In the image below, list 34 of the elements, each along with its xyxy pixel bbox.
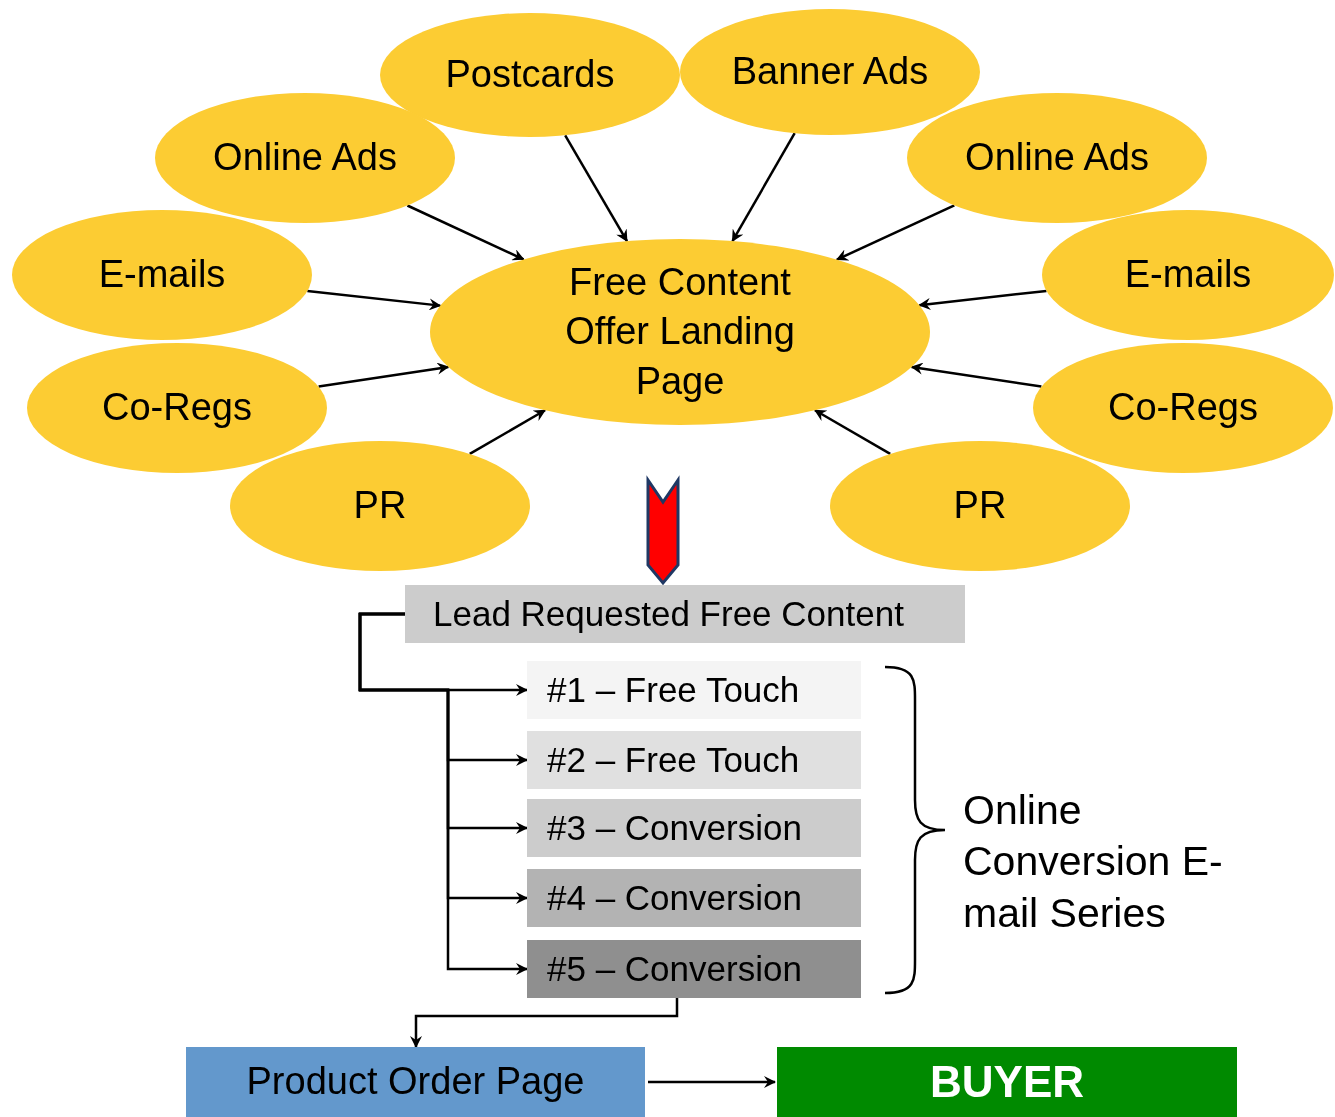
arrow	[469, 409, 546, 455]
arrow	[358, 612, 528, 975]
arrow	[318, 362, 450, 388]
ellipse-node: Banner Ads	[680, 9, 980, 135]
result-box: BUYER	[777, 1047, 1237, 1117]
ellipse-node: E-mails	[1042, 210, 1334, 340]
series-label: Online Conversion E-mail Series	[963, 786, 1224, 938]
ellipse-node: Co-Regs	[1033, 343, 1333, 473]
arrow	[410, 998, 679, 1048]
ellipse-node: PR	[830, 441, 1130, 571]
arrow	[731, 132, 796, 242]
process-box: #2 – Free Touch	[527, 731, 861, 789]
arrow	[918, 289, 1047, 310]
chevron-arrow	[646, 475, 680, 586]
arrow	[836, 204, 955, 261]
process-box: Product Order Page	[186, 1047, 645, 1117]
arrow	[648, 1076, 776, 1088]
arrow	[307, 289, 442, 311]
arrow	[910, 362, 1042, 388]
ellipse-node: E-mails	[12, 210, 312, 340]
ellipse-node: Postcards	[380, 13, 680, 137]
arrow	[564, 134, 629, 242]
process-box: #4 – Conversion	[527, 869, 861, 927]
ellipse-node: Co-Regs	[27, 343, 327, 473]
ellipse-node: Online Ads	[155, 93, 455, 223]
ellipse-node: Online Ads	[907, 93, 1207, 223]
process-box: #3 – Conversion	[527, 799, 861, 857]
process-box: #5 – Conversion	[527, 940, 861, 998]
arrow	[814, 409, 891, 455]
ellipse-node: Free Content Offer Landing Page	[430, 239, 930, 425]
ellipse-node: PR	[230, 441, 530, 571]
arrow	[406, 204, 525, 261]
process-box: Lead Requested Free Content	[405, 585, 965, 643]
process-box: #1 – Free Touch	[527, 661, 861, 719]
